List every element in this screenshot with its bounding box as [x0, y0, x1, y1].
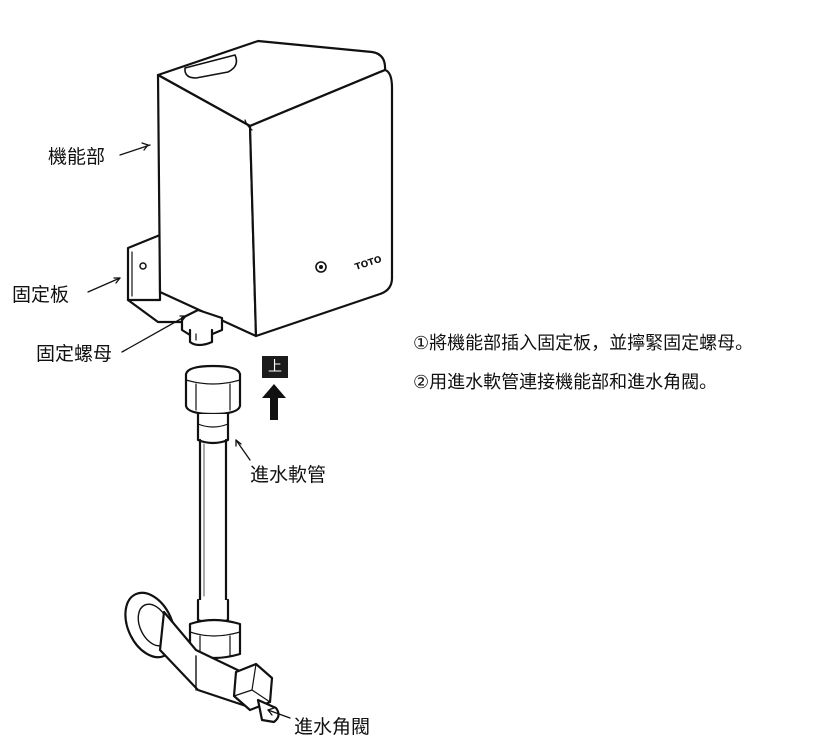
label-mount-plate: 固定板	[12, 284, 70, 306]
label-function-unit: 機能部	[48, 146, 106, 168]
leader-lines	[87, 142, 291, 719]
label-fixing-nut: 固定螺母	[36, 343, 113, 365]
label-inlet-hose: 進水軟管	[250, 464, 327, 486]
angle-valve	[124, 591, 280, 724]
mounting-plate	[126, 233, 212, 324]
fixing-nut	[180, 308, 224, 347]
inlet-hose	[184, 364, 242, 660]
instruction-step-1: ①將機能部插入固定板，並擰緊固定螺母。	[413, 333, 754, 354]
up-badge: 上	[262, 356, 288, 378]
up-arrow-icon	[262, 384, 286, 420]
instruction-step-2: ②用進水軟管連接機能部和進水角閥。	[413, 372, 718, 393]
function-unit-body	[156, 39, 394, 338]
label-angle-valve: 進水角閥	[294, 716, 371, 738]
